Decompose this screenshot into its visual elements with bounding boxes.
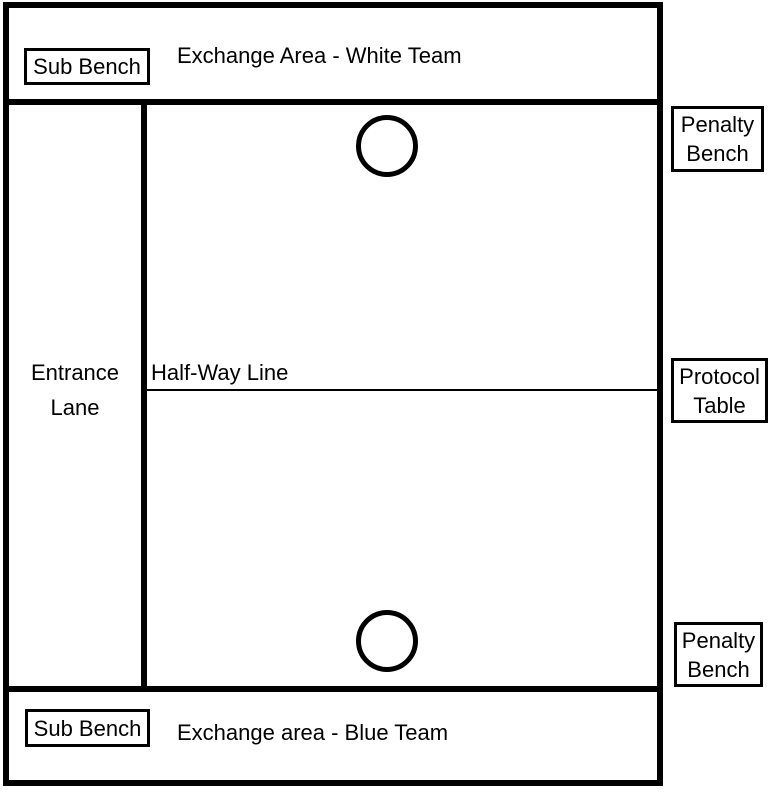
half-way-line (147, 389, 657, 391)
protocol-table-line1: Protocol (679, 363, 760, 389)
penalty-bench-top-box: Penalty Bench (671, 106, 764, 172)
entrance-lane-label: Entrance Lane (9, 355, 141, 425)
pool-boundary-rect (3, 2, 663, 786)
sub-bench-blue-box: Sub Bench (25, 709, 150, 747)
white-exchange-divider-line (3, 99, 663, 105)
goal-circle-white-end (356, 115, 418, 177)
sub-bench-white-label: Sub Bench (33, 54, 141, 79)
sub-bench-blue-label: Sub Bench (33, 715, 142, 741)
entrance-lane-label-line2: Lane (50, 395, 100, 420)
protocol-table-box: Protocol Table (671, 358, 768, 423)
penalty-bench-bottom-line1: Penalty (681, 627, 756, 653)
penalty-bench-top-line1: Penalty (680, 112, 755, 137)
half-way-line-label: Half-Way Line (151, 360, 289, 385)
protocol-table-line2: Table (693, 392, 746, 418)
goal-circle-blue-end (356, 610, 418, 672)
penalty-bench-bottom-box: Penalty Bench (674, 622, 763, 687)
blue-exchange-divider-line (3, 686, 663, 692)
exchange-area-white-label: Exchange Area - White Team (177, 43, 462, 68)
entrance-lane-line (141, 99, 147, 692)
sub-bench-white-box: Sub Bench (24, 48, 150, 85)
exchange-area-blue-label: Exchange area - Blue Team (177, 720, 449, 745)
penalty-bench-bottom-line2: Bench (687, 656, 750, 682)
penalty-bench-top-line2: Bench (686, 141, 749, 166)
entrance-lane-label-line1: Entrance (30, 360, 120, 385)
